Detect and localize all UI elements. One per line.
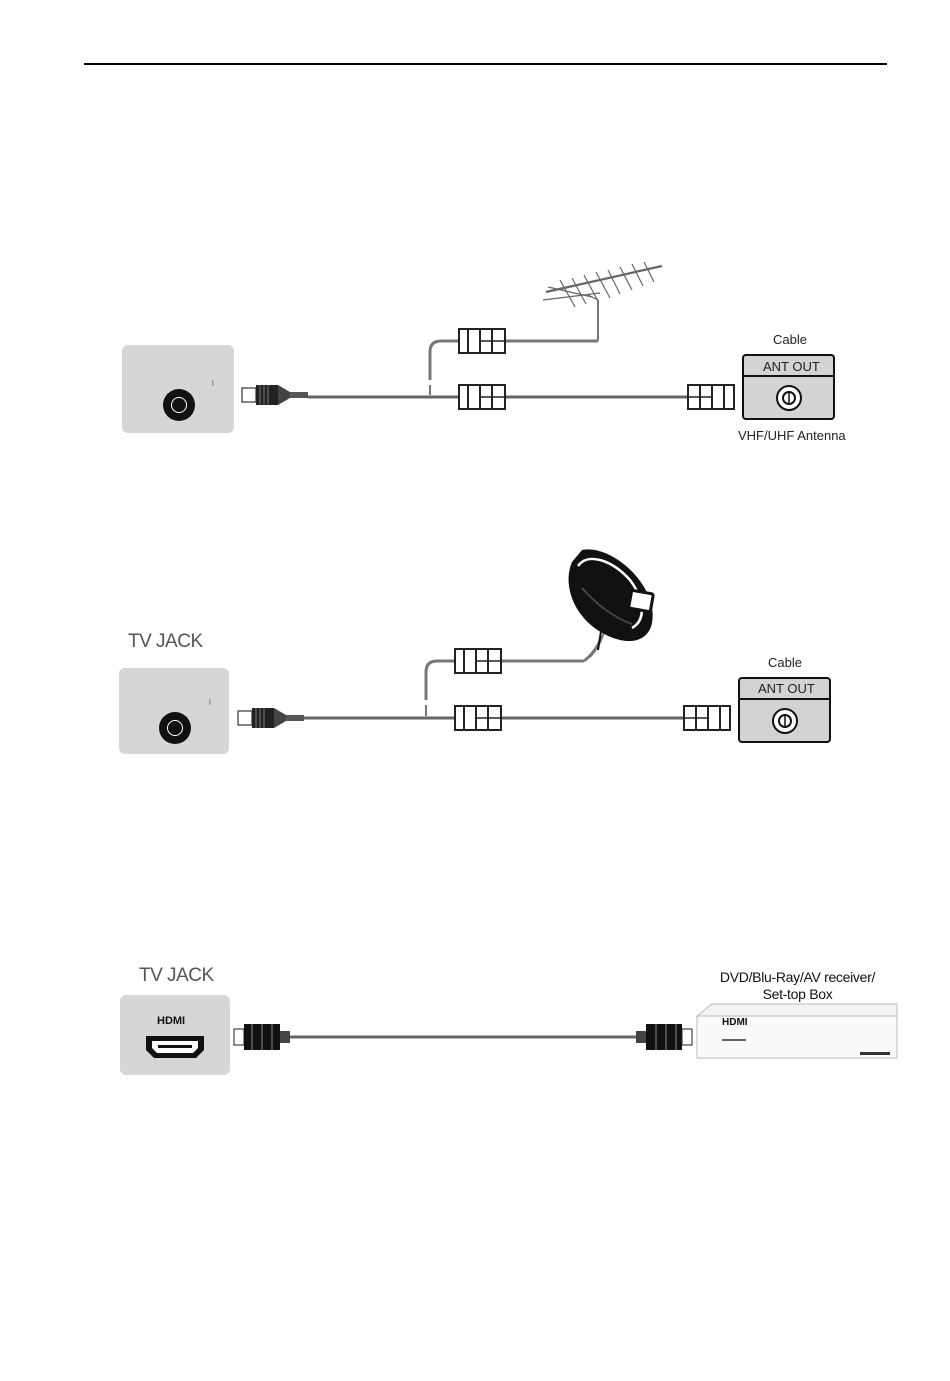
tv-jack-label: TV JACK <box>139 965 214 987</box>
hdmi-plug-tv <box>234 1024 290 1050</box>
device-label: DVD/Blu-Ray/AV receiver/ Set-top Box <box>700 969 895 1003</box>
hdmi-connection-diagram: TV JACK HDMI DVD/Blu-Ray/AV receiver/ Se… <box>0 0 950 1100</box>
hdmi-port-tv <box>146 1036 204 1058</box>
device-label-line2: Set-top Box <box>700 986 895 1003</box>
set-top-box <box>697 1004 897 1058</box>
device-hdmi-port-label: HDMI <box>722 1017 748 1028</box>
hdmi-diagram-graphic <box>0 0 950 1100</box>
tv-jack-panel <box>120 995 230 1075</box>
hdmi-plug-device <box>636 1024 692 1050</box>
device-label-line1: DVD/Blu-Ray/AV receiver/ <box>700 969 895 986</box>
tv-hdmi-port-label: HDMI <box>157 1015 185 1027</box>
